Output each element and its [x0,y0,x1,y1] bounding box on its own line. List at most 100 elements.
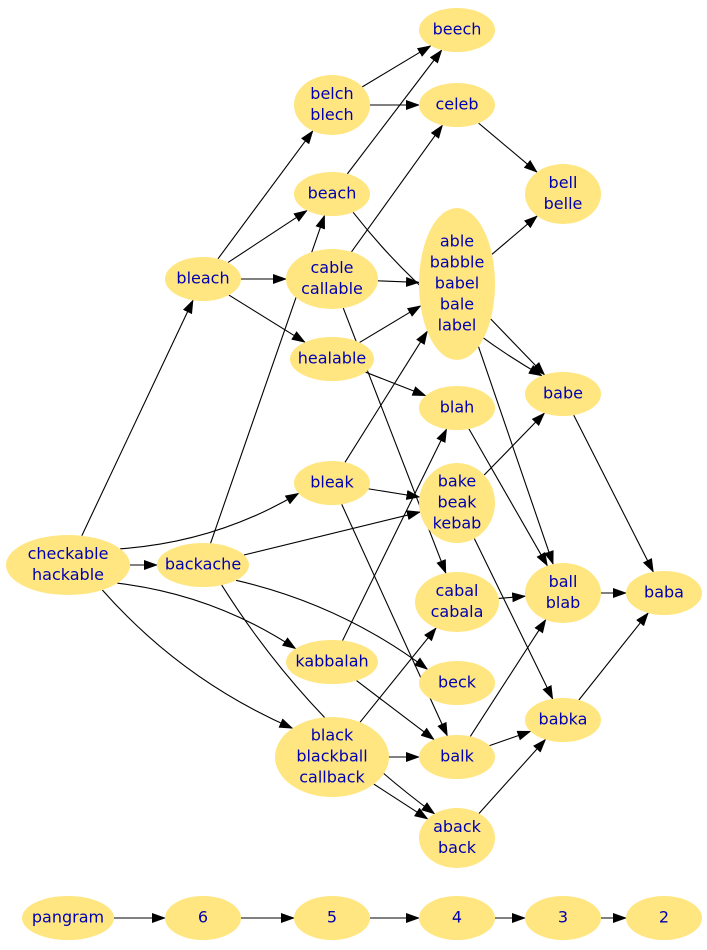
node-bell: bell belle [525,164,601,224]
node-kabbalah-label-0: kabbalah [295,652,368,671]
edge-backache-to-bake [243,510,421,556]
edge-bake-to-babka [473,538,554,700]
node-n4-shape [419,896,495,940]
node-bleak: bleak [294,461,370,505]
node-bell-shape [525,164,601,224]
node-n6-shape [165,896,241,940]
node-checkable-label-1: hackable [32,565,104,584]
node-baba-shape [626,571,702,615]
node-bell-label-1: belle [544,194,583,213]
edge-checkable-to-kabbalah [117,582,297,650]
node-beach: beach [294,172,370,216]
node-n2: 2 [626,896,702,940]
edge-cabal-to-ball [498,592,527,603]
node-kabbalah: kabbalah [286,640,378,684]
node-ball-label-0: ball [549,572,578,591]
node-babka: babka [525,698,601,742]
node-celeb: celeb [419,83,495,127]
node-bell-label-0: bell [549,173,578,192]
node-bake-label-0: bake [438,472,477,491]
node-ball: ball blab [525,563,601,623]
node-bleach-shape [165,257,241,301]
edge-cable-to-celeb [351,124,443,253]
node-healable-label-0: healable [298,349,366,368]
node-beech-label-0: beech [433,20,482,39]
node-balk-label-0: balk [440,747,474,766]
node-n4: 4 [419,896,495,940]
edge-bleak-to-able [344,330,428,463]
node-bleak-label-0: bleak [310,473,354,492]
node-bake-shape [419,463,495,543]
node-n6: 6 [165,896,241,940]
edge-healable-to-able [359,305,422,343]
node-able-label-2: babel [435,274,479,293]
node-aback-shape [419,808,495,868]
edge-backache-to-beck [235,579,429,670]
node-kabbalah-shape [286,640,378,684]
edge-black-to-aback [373,783,429,820]
node-backache-shape [157,543,249,587]
edge-blah-to-ball [468,428,548,567]
node-able-label-3: bale [440,295,474,314]
node-bleak-shape [294,461,370,505]
edge-kabbalah-to-balk [356,680,435,741]
node-backache: backache [157,543,249,587]
node-healable-shape [290,337,374,381]
node-beech: beech [419,8,495,52]
node-beach-shape [294,172,370,216]
node-beck: beck [419,661,495,705]
edge-backache-to-aback [221,584,436,815]
edge-bleach-to-belch [217,130,314,260]
node-checkable: checkable hackable [6,535,130,595]
node-belch-label-1: blech [310,105,353,124]
node-n6-label-0: 6 [198,908,208,927]
node-n4-label-0: 4 [452,908,462,927]
node-cabal-shape [415,572,499,632]
node-bleach: bleach [165,257,241,301]
node-beck-shape [419,661,495,705]
node-black-shape [275,717,389,797]
edge-able-to-bell [491,215,538,255]
node-cable-shape [286,249,378,309]
node-n3-label-0: 3 [558,908,568,927]
node-cabal-label-0: cabal [435,581,478,600]
node-ball-label-1: blab [546,593,581,612]
node-cable-label-0: cable [310,258,353,277]
edge-aback-to-babka [478,738,547,814]
node-balk: balk [419,735,495,779]
edge-black-to-cabal [359,627,437,723]
node-able-label-0: able [440,232,474,251]
node-n3-shape [525,896,601,940]
edge-bake-to-babe [483,412,546,476]
node-checkable-label-0: checkable [28,544,109,563]
node-able-label-1: babble [430,253,485,272]
node-pangram-shape [22,896,114,940]
node-bleach-label-0: bleach [176,269,229,288]
node-babe-shape [525,372,601,416]
node-blah-label-0: blah [440,398,475,417]
node-black-label-2: callback [299,768,365,787]
nodes-layer: checkablehackablebackachebleachbelchblec… [6,8,702,940]
edge-able-to-ball [477,346,554,565]
node-babe-label-0: babe [543,384,583,403]
node-balk-shape [419,735,495,779]
node-baba: baba [626,571,702,615]
edge-checkable-to-bleach [81,299,194,536]
node-n3: 3 [525,896,601,940]
node-celeb-shape [419,83,495,127]
node-pangram: pangram [22,896,114,940]
edge-able-to-babe [490,318,546,376]
edges-layer [81,45,654,923]
node-aback-label-1: back [438,838,477,857]
node-backache-label-0: backache [165,555,241,574]
edge-celeb-to-bell [478,122,538,173]
node-aback-label-0: aback [433,817,482,836]
node-n5-label-0: 5 [327,908,337,927]
node-blah: blah [419,386,495,430]
